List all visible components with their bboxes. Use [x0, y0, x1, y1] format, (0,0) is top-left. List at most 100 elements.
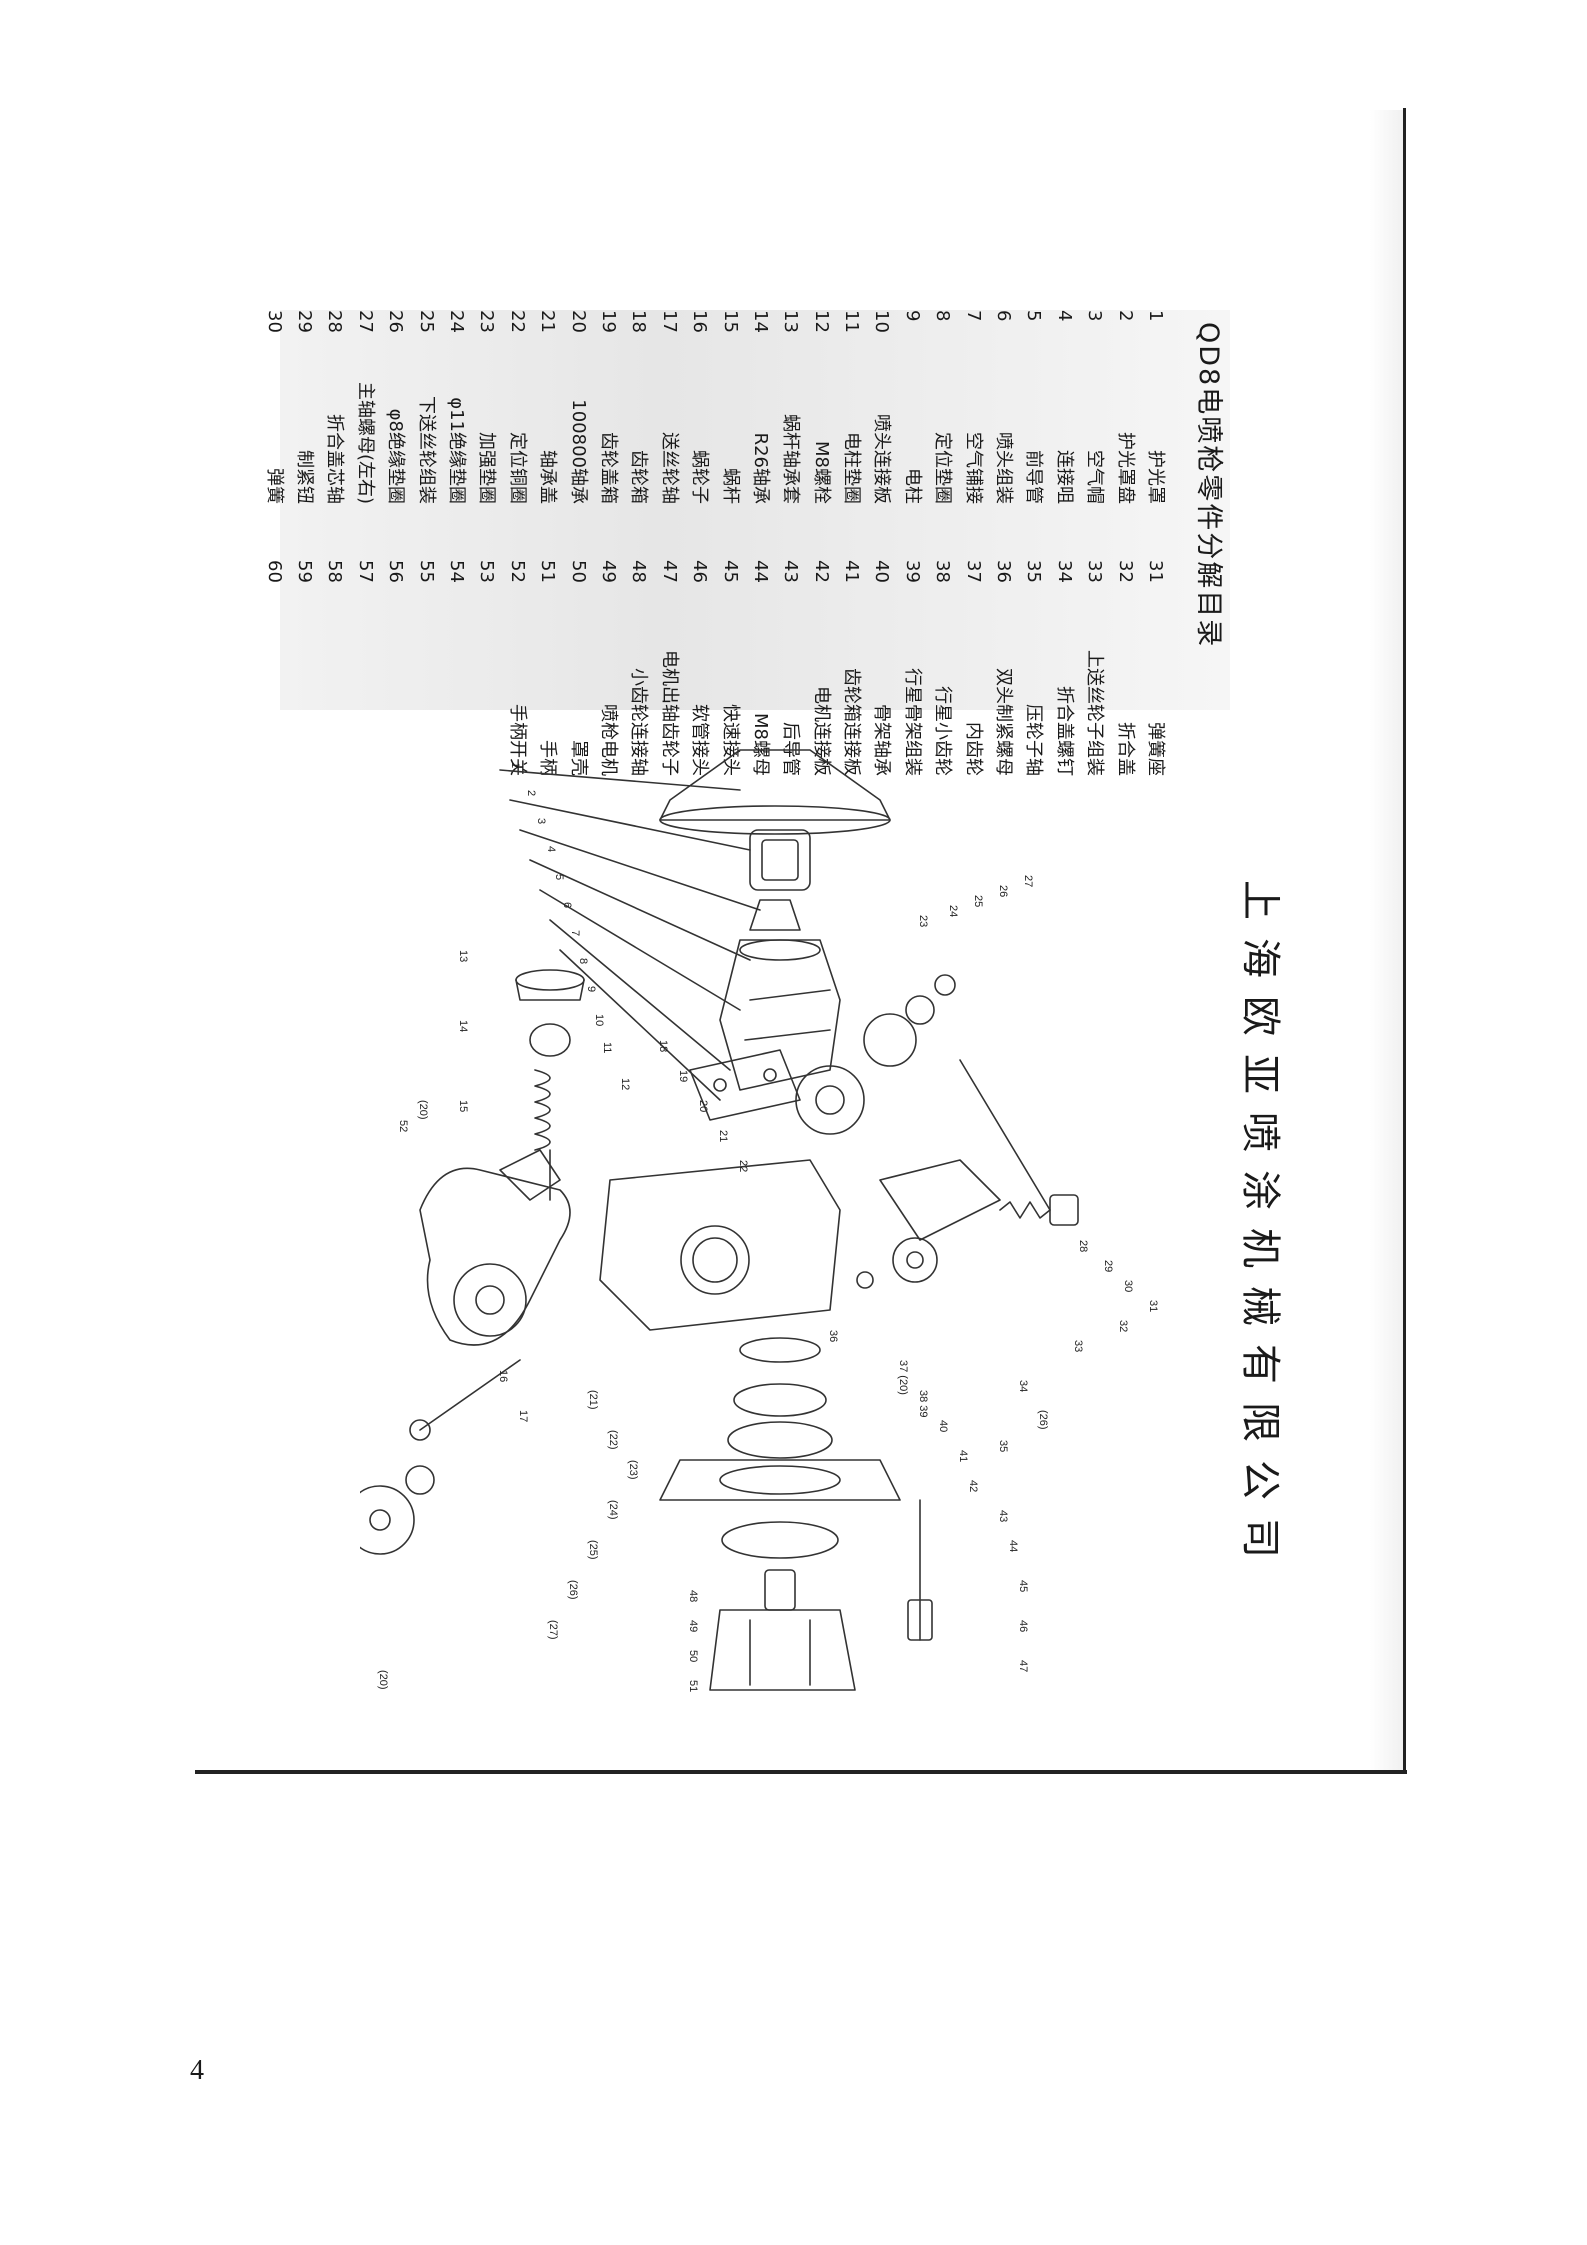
part-callout-label: 13: [457, 950, 469, 962]
part-callout-label: 4: [545, 846, 557, 852]
part-callout-label: 27: [1022, 875, 1034, 887]
part-number: 59: [294, 560, 316, 583]
part-callout-label: 24: [947, 905, 959, 917]
part-name: 100800轴承: [567, 399, 589, 504]
part-callout-label: 17: [517, 1410, 529, 1422]
part-name: 蜗杆轴承套: [780, 414, 802, 504]
part-number: 33: [1084, 560, 1106, 583]
part-number: 23: [476, 310, 498, 333]
part-callout-label: (20): [377, 1670, 389, 1690]
part-callout-label: 10: [593, 1014, 605, 1026]
part-number: 24: [446, 310, 468, 333]
part-name: 喷头连接板: [871, 414, 893, 504]
part-number: 4: [1053, 310, 1075, 322]
part-callout-label: (22): [607, 1430, 619, 1450]
part-name: 电柱: [901, 468, 923, 504]
part-callout-label: 35: [997, 1440, 1009, 1452]
part-name: 定位垫圈: [932, 432, 954, 504]
part-fold-cover: [879, 1159, 1001, 1241]
part-callout-label: 1: [509, 762, 521, 768]
company-name: 上海欧亚喷涂机械有限公司: [1237, 880, 1283, 1576]
part-callout-label: 45: [1017, 1580, 1029, 1592]
part-callout-label: 3: [535, 818, 547, 824]
part-air-cap: [749, 899, 801, 931]
part-callout-label: (26): [1037, 1410, 1049, 1430]
part-callout-label: 37 (20): [897, 1360, 909, 1395]
part-quick-connector: [907, 1599, 933, 1641]
part-callout-label: 30: [1122, 1280, 1134, 1292]
part-callout-label: 29: [1102, 1260, 1114, 1272]
part-number: 29: [294, 310, 316, 333]
part-name: 定位铜圈: [506, 432, 528, 504]
scan-edge-shade: [1370, 110, 1404, 1770]
part-handle: [419, 1167, 571, 1346]
part-callout-label: 52: [397, 1120, 409, 1132]
part-callout-label: 15: [457, 1100, 469, 1112]
part-number: 1: [1145, 310, 1166, 322]
part-worm-wheel: [453, 1263, 527, 1337]
part-number: 26: [385, 310, 407, 333]
part-name: 喷头组装: [993, 432, 1015, 504]
part-number: 14: [749, 310, 771, 333]
part-callout-label: 16: [497, 1370, 509, 1382]
part-bearing: [529, 1023, 571, 1057]
part-callout-label: (24): [607, 1500, 619, 1520]
part-number: 18: [628, 310, 650, 333]
part-number: 51: [537, 560, 559, 583]
part-upper-gear: [795, 1065, 865, 1135]
part-callout-label: 8: [577, 958, 589, 964]
part-number: 42: [810, 560, 832, 583]
part-lock-knob: [1049, 1194, 1079, 1226]
scan-right-border: [1403, 108, 1406, 1774]
part-number: 7: [962, 310, 984, 322]
part-number: 56: [385, 560, 407, 583]
part-shade-ring: [749, 829, 811, 891]
part-number: 22: [506, 310, 528, 333]
part-gearbox: [599, 1159, 841, 1331]
part-callout-label: 46: [1017, 1620, 1029, 1632]
part-number: 53: [476, 560, 498, 583]
part-callout-label: 21: [717, 1130, 729, 1142]
part-number: 46: [689, 560, 711, 583]
part-number: 35: [1023, 560, 1045, 583]
part-number: 9: [901, 310, 923, 322]
part-nozzle-body: [719, 939, 841, 1091]
part-callout-label: 7: [569, 930, 581, 936]
part-callout-label: 42: [967, 1480, 979, 1492]
part-name: 弹簧: [263, 468, 285, 504]
part-lamp-shade-rim: [659, 805, 891, 835]
part-connector-plate: [689, 1049, 801, 1121]
part-name: 蜗杆: [719, 468, 741, 504]
part-callout-label: 12: [619, 1078, 631, 1090]
part-number: 43: [780, 560, 802, 583]
part-handle-switch: [499, 1149, 561, 1201]
part-callout-label: 25: [972, 895, 984, 907]
part-number: 6: [993, 310, 1015, 322]
part-callout-label: 28: [1077, 1240, 1089, 1252]
part-name: 主轴螺母(左右): [354, 381, 376, 504]
part-callout-label: 5: [553, 874, 565, 880]
scan-bottom-border: [195, 1770, 1407, 1774]
part-name: 空气帽: [1084, 450, 1106, 504]
part-number: 38: [932, 560, 954, 583]
part-callout-label: (20): [417, 1100, 429, 1120]
part-upper-feed-wheel: [892, 1237, 938, 1283]
part-name: R26轴承: [749, 432, 771, 504]
page-number: 4: [190, 2055, 204, 2086]
part-connecting-plate: [659, 1459, 901, 1501]
part-number: 44: [749, 560, 771, 583]
part-spring: [999, 1201, 1051, 1219]
part-internal-gear: [739, 1337, 821, 1363]
part-callout-label: (25): [587, 1540, 599, 1560]
part-number: 19: [597, 310, 619, 333]
part-number: 15: [719, 310, 741, 333]
part-callout-label: 40: [937, 1420, 949, 1432]
part-number: 45: [719, 560, 741, 583]
part-name: M8螺栓: [810, 441, 832, 504]
part-callout-label: 47: [1017, 1660, 1029, 1672]
part-number: 21: [537, 310, 559, 333]
part-number: 50: [567, 560, 589, 583]
part-callout-label: 44: [1007, 1540, 1019, 1552]
